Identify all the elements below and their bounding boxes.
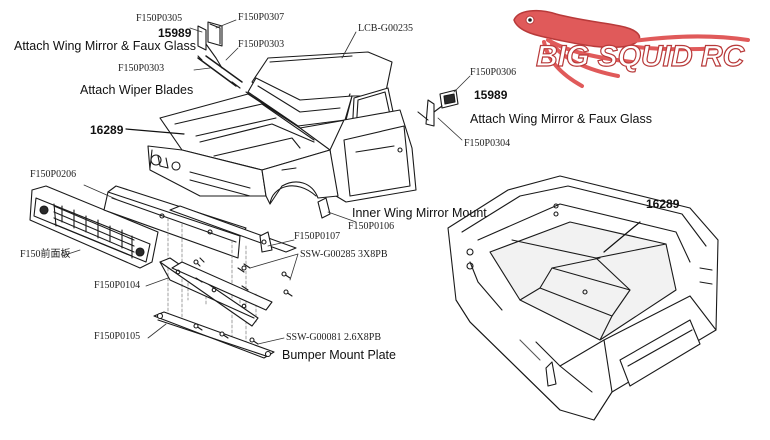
left-wing-mirror	[197, 21, 223, 69]
label-15989-left: 15989	[158, 26, 192, 40]
right-wing-mirror	[417, 89, 459, 127]
label-f150p0305: F150P0305	[136, 13, 183, 24]
screws-2-6x8	[193, 323, 259, 345]
label-attach-wipers: Attach Wiper Blades	[80, 83, 194, 97]
interior-tub	[447, 175, 719, 421]
wiper-blades	[197, 55, 243, 89]
big-squid-rc-logo: BIG SQUID RC	[513, 9, 750, 88]
label-16289-bed: 16289	[646, 197, 680, 211]
label-f150p0107: F150P0107	[294, 231, 341, 242]
label-15989-right: 15989	[474, 88, 508, 102]
bumper-mount-plate	[153, 311, 275, 359]
label-ssw-g00081: SSW-G00081 2.6X8PB	[286, 332, 382, 343]
label-f150p0106: F150P0106	[348, 221, 395, 232]
label-attach-mirror-right: Attach Wing Mirror & Faux Glass	[470, 112, 652, 126]
bumper-mount-frame	[159, 257, 273, 327]
label-f150p0307: F150P0307	[238, 12, 285, 23]
logo-wordmark: BIG SQUID RC	[536, 40, 746, 73]
label-f150p0206: F150P0206	[30, 169, 77, 180]
label-f150p0306: F150P0306	[470, 67, 517, 78]
bumper-bracket	[169, 205, 297, 253]
label-attach-mirror-left: Attach Wing Mirror & Faux Glass	[14, 39, 196, 53]
label-bumper-plate: Bumper Mount Plate	[282, 348, 396, 362]
leader-lines	[61, 19, 641, 345]
label-f150p0105: F150P0105	[94, 331, 141, 342]
label-inner-mirror-mount: Inner Wing Mirror Mount	[352, 206, 487, 220]
squid-mascot-icon	[513, 9, 750, 88]
grille-panel	[29, 185, 159, 269]
label-f150p0303-top: F150P0303	[238, 39, 285, 50]
label-f150p0304: F150P0304	[464, 138, 511, 149]
label-lcb-g00235: LCB-G00235	[358, 23, 413, 34]
label-f150p0104: F150P0104	[94, 280, 141, 291]
inner-mirror-mount	[317, 197, 331, 219]
screws-3x8	[193, 257, 293, 297]
label-ssw-g00285: SSW-G00285 3X8PB	[300, 249, 388, 260]
label-f150-grille: F150前面板	[20, 249, 71, 260]
truck-cab-body	[147, 51, 417, 205]
label-f150p0303-mid: F150P0303	[118, 63, 165, 74]
label-16289-body: 16289	[90, 123, 124, 137]
